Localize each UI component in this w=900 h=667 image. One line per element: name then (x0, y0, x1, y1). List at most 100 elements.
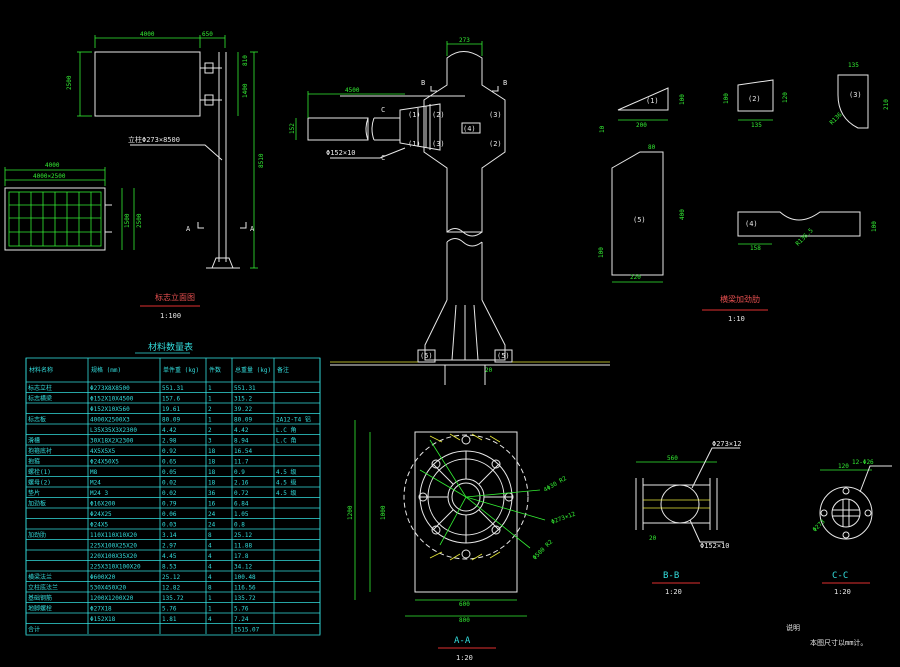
table-cell: Φ24X25 (90, 511, 112, 518)
table-cell: 17.8 (234, 553, 249, 560)
table-cell: 8.53 (162, 564, 177, 571)
stiffener-4-width: 158 (750, 245, 761, 252)
elevation-scale: 1:100 (160, 312, 181, 320)
table-cell: 551.31 (234, 385, 256, 392)
table-cell: 4X5X5X5 (90, 448, 116, 455)
table-cell: Φ273X8X8500 (90, 385, 130, 392)
cut-c-bottom: C (381, 154, 385, 162)
table-cell: 3 (208, 438, 212, 445)
dim-pole-top: 273 (459, 37, 470, 44)
table-cell: Φ27X18 (90, 606, 112, 613)
stiffener-2-height: 100 (723, 93, 730, 104)
dim-elev-width: 4000 (140, 31, 155, 38)
stiffener-3-tag: (3) (849, 91, 862, 99)
table-cell: 4 (208, 564, 212, 571)
stiffener-5-height2: 400 (679, 209, 686, 220)
table-cell: 1 (208, 385, 212, 392)
table-cell: 80.09 (234, 417, 252, 424)
dim-arm-height: 152 (289, 123, 296, 134)
stiffener-1-width: 200 (636, 122, 647, 129)
table-cell: 0.92 (162, 448, 177, 455)
table-cell: 116.56 (234, 585, 256, 592)
table-cell: 5.76 (162, 606, 177, 613)
table-cell: M24 3 (90, 490, 108, 497)
table-cell: 地脚螺栓 (28, 605, 52, 613)
table-cell: 标志横梁 (28, 395, 52, 403)
table-cell: Φ152X18 (90, 616, 116, 623)
cut-label-a-right: A (250, 225, 255, 233)
stiffener-5-top: 80 (648, 144, 656, 151)
table-header-cell: 单件重 (kg) (163, 366, 199, 374)
table-cell: 1200X1200X20 (90, 595, 134, 602)
table-cell: 25.12 (234, 532, 252, 539)
table-cell: 34.12 (234, 564, 252, 571)
cut-b-right: B (503, 79, 507, 87)
bb-callout-1: Φ273×12 (712, 440, 742, 448)
table-cell: 合计 (28, 626, 40, 634)
table-cell: 螺栓(1) (28, 468, 51, 476)
table-cell: 滑槽 (28, 437, 40, 445)
pole-upper (423, 51, 506, 233)
table-cell: 1 (208, 595, 212, 602)
table-cell: 100.48 (234, 574, 256, 581)
table-cell: 4.42 (162, 427, 177, 434)
table-header-cell: 总重量 (kg) (235, 366, 271, 374)
dim-face-right1: 1500 (124, 213, 131, 228)
pole-callout: 立柱Φ273×8500 (128, 135, 180, 144)
table-cell: 基础钢筋 (28, 594, 52, 602)
table-cell: Φ24X5 (90, 522, 108, 529)
stiffener-3-width: 135 (848, 62, 859, 69)
table-cell: 1.81 (162, 616, 177, 623)
table-cell: 2 (208, 406, 212, 413)
tag-3: (3) (432, 140, 445, 148)
stiffener-2-width: 135 (751, 122, 762, 129)
table-cell: 25.12 (162, 574, 180, 581)
table-cell: 39.22 (234, 406, 252, 413)
table-cell: 157.6 (162, 396, 180, 403)
table-cell: 2.98 (162, 438, 177, 445)
table-cell: 2.16 (234, 480, 249, 487)
table-cell: 1 (208, 606, 212, 613)
table-cell: 4000X2500X3 (90, 417, 130, 424)
table-cell: 16 (208, 501, 216, 508)
table-cell: 1.05 (234, 511, 249, 518)
table-cell: 2A12-T4 铝 (276, 416, 311, 424)
stiffener-5-width: 220 (630, 274, 641, 281)
table-cell: 0.02 (162, 480, 177, 487)
stiffener-2-height2: 120 (782, 92, 789, 103)
table-cell: 8 (208, 532, 212, 539)
arm-callout: Φ152×10 (326, 149, 356, 157)
tag-4: (4) (463, 125, 476, 133)
table-cell: 135.72 (162, 595, 184, 602)
dim-base: 20 (485, 367, 493, 374)
table-cell: 36 (208, 490, 216, 497)
stiffener-scale: 1:10 (728, 315, 745, 323)
sign-face-panel (4, 187, 106, 251)
stiffener-2 (737, 79, 774, 112)
bb-callout-2: Φ152×10 (700, 542, 730, 550)
table-cell: 4 (208, 553, 212, 560)
dim-elev-h3: 1400 (242, 83, 249, 98)
table-cell: 4 (208, 616, 212, 623)
stiffener-title: 横梁加劲肋 (720, 294, 760, 304)
table-cell: Φ152X10X560 (90, 406, 130, 413)
table-cell: 加劲板 (28, 500, 46, 508)
table-cell: 18 (208, 480, 216, 487)
table-cell: 4.5 级 (276, 489, 296, 497)
section-aa: 600 800 1000 1200 4Φ30 R2 Φ273×12 Φ500 R… (347, 420, 577, 662)
dim-aa-width2: 800 (459, 617, 470, 624)
table-cell: 11.7 (234, 459, 249, 466)
table-cell: 18 (208, 469, 216, 476)
table-cell: 4.42 (234, 427, 249, 434)
table-cell: 8 (208, 585, 212, 592)
table-cell: 0.9 (234, 469, 245, 476)
table-cell: 225X100X25X20 (90, 543, 137, 550)
stiffener-1 (617, 87, 669, 111)
table-cell: 螺母(2) (28, 479, 51, 487)
material-table: 材料数量表 材料名称规格 (mm)单件重 (kg)件数总重量 (kg)备注 标志… (25, 341, 321, 636)
stiffener-5-tag: (5) (633, 216, 646, 224)
tag-5b: (5) (497, 352, 510, 360)
cc-flange (819, 486, 873, 540)
table-cell: 11.88 (234, 543, 252, 550)
dim-aa-height2: 1200 (347, 505, 354, 520)
